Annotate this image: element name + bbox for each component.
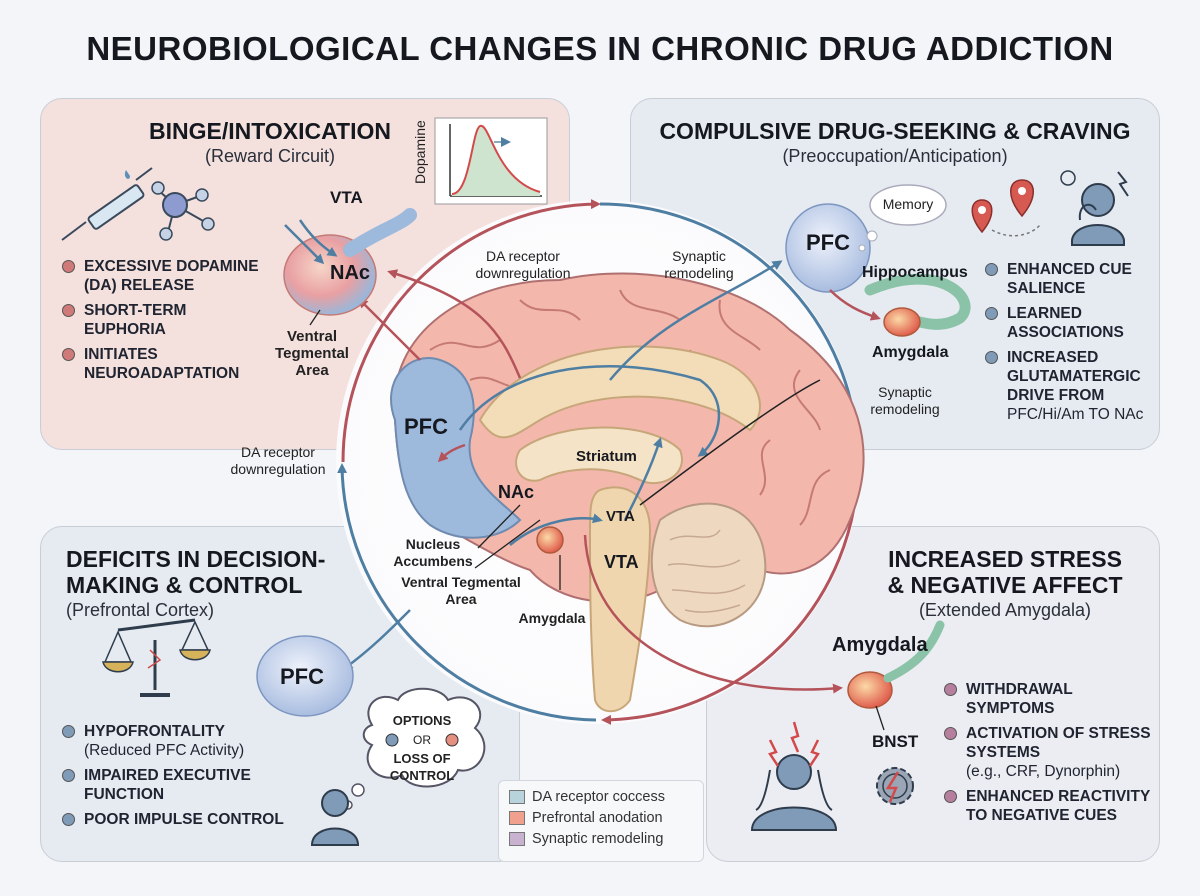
binge-title: BINGE/INTOXICATION [149, 118, 391, 144]
bullet-dot [944, 683, 957, 696]
striatum-label: Striatum [576, 448, 637, 465]
binge-nac-structure [283, 208, 417, 326]
thought-options-label: OPTIONS [392, 713, 452, 728]
brain-vta-small-label: VTA [606, 508, 635, 525]
legend-item: DA receptor coccess [509, 789, 693, 805]
list-item: INITIATES NEUROADAPTATION [62, 345, 262, 383]
brain-nac-label: NAc [498, 482, 535, 502]
deficit-pfc-label: PFC [280, 664, 324, 689]
bullet-dot [62, 348, 75, 361]
bullet-dot [62, 725, 75, 738]
gear-lightning-icon [876, 767, 914, 805]
brain-amygdala-label: Amygdala [518, 610, 586, 626]
list-item: POOR IMPULSE CONTROL [62, 810, 302, 829]
brain-illustration [342, 260, 865, 713]
legend-swatch [509, 811, 525, 825]
crave-bullets: ENHANCED CUE SALIENCE LEARNED ASSOCIATIO… [985, 260, 1155, 430]
list-item: ACTIVATION OF STRESS SYSTEMS(e.g., CRF, … [944, 724, 1154, 781]
legend: DA receptor coccess Prefrontal anodation… [498, 780, 704, 862]
crave-pfc-label: PFC [806, 230, 850, 255]
brain-vta-full-label: Ventral Tegmental Area [401, 574, 521, 607]
cycle-da-left-label: DA receptor downregulation [230, 444, 326, 477]
legend-swatch [509, 790, 525, 804]
legend-item: Synaptic remodeling [509, 831, 693, 847]
bullet-dot [985, 307, 998, 320]
thought-cloud [343, 687, 486, 810]
crave-title: COMPULSIVE DRUG-SEEKING & CRAVING [659, 118, 1131, 144]
binge-vta-label: VTA [330, 188, 363, 207]
cycle-da-top-label: DA receptor downregulation [475, 248, 571, 281]
crave-amygdala-label: Amygdala [872, 344, 949, 361]
legend-item: Prefrontal anodation [509, 810, 693, 826]
list-item: LEARNED ASSOCIATIONS [985, 304, 1155, 342]
location-pin-icon [971, 179, 1041, 237]
stress-subtitle: (Extended Amygdala) [918, 600, 1092, 620]
dopamine-graph [434, 117, 548, 205]
bullet-dot [62, 769, 75, 782]
bullet-dot [62, 813, 75, 826]
nucleus-accumbens-label: Nucleus Accumbens [393, 536, 473, 569]
stress-bullets: WITHDRAWAL SYMPTOMS ACTIVATION OF STRESS… [944, 680, 1154, 831]
brain-vta-big-label: VTA [604, 552, 639, 572]
molecule-icon [151, 181, 215, 241]
bullet-dot [62, 304, 75, 317]
list-item: EXCESSIVE DOPAMINE (DA) RELEASE [62, 257, 262, 295]
cycle-arc-bottom-left [337, 463, 597, 722]
bnst-label: BNST [872, 732, 919, 751]
stress-amygdala-label: Amygdala [832, 634, 928, 656]
crave-brain-structures [785, 184, 971, 337]
distressed-person-icon [1060, 170, 1129, 246]
list-item: WITHDRAWAL SYMPTOMS [944, 680, 1154, 718]
stress-amygdala-structure [847, 620, 945, 731]
bullet-dot [985, 351, 998, 364]
list-item: ENHANCED REACTIVITY TO NEGATIVE CUES [944, 787, 1154, 825]
bullet-dot [944, 727, 957, 740]
cycle-arc-bottom-right [601, 465, 860, 725]
thought-loss-label: LOSS OF CONTROL [389, 751, 455, 783]
deficit-title: DEFICITS IN DECISION-MAKING & CONTROL [66, 546, 326, 599]
memory-label: Memory [882, 196, 934, 212]
deficit-pfc-blob [256, 635, 354, 717]
syringe-icon [61, 167, 153, 241]
binge-vta-full-label: Ventral Tegmental Area [275, 328, 349, 379]
list-item: ENHANCED CUE SALIENCE [985, 260, 1155, 298]
crave-subtitle: (Preoccupation/Anticipation) [782, 146, 1008, 166]
headache-person-icon [750, 721, 838, 831]
cycle-synaptic-top-label: Synaptic remodeling [664, 248, 734, 281]
list-item: IMPAIRED EXECUTIVE FUNCTION [62, 766, 302, 804]
stress-title: INCREASED STRESS & NEGATIVE AFFECT [887, 546, 1123, 599]
dopamine-axis-label: Dopamine [412, 120, 428, 184]
binge-bullets: EXCESSIVE DOPAMINE (DA) RELEASE SHORT-TE… [62, 257, 262, 389]
bullet-dot [62, 260, 75, 273]
deficit-subtitle: (Prefrontal Cortex) [66, 600, 215, 620]
bullet-dot [944, 790, 957, 803]
hippocampus-label: Hippocampus [862, 264, 968, 281]
binge-nac-label: NAc [330, 262, 371, 284]
deficit-bullets: HYPOFRONTALITY(Reduced PFC Activity) IMP… [62, 722, 302, 835]
crave-synaptic-label: Synaptic remodeling [870, 384, 940, 417]
scales-icon [102, 618, 211, 697]
bullet-dot [985, 263, 998, 276]
brain-pfc-label: PFC [404, 414, 448, 439]
binge-subtitle: (Reward Circuit) [204, 146, 336, 166]
person-icon [310, 789, 360, 846]
legend-swatch [509, 832, 525, 846]
thought-or-label: OR [413, 733, 431, 747]
page-title: NEUROBIOLOGICAL CHANGES IN CHRONIC DRUG … [86, 30, 1114, 67]
list-item: HYPOFRONTALITY(Reduced PFC Activity) [62, 722, 302, 760]
list-item: SHORT-TERM EUPHORIA [62, 301, 262, 339]
